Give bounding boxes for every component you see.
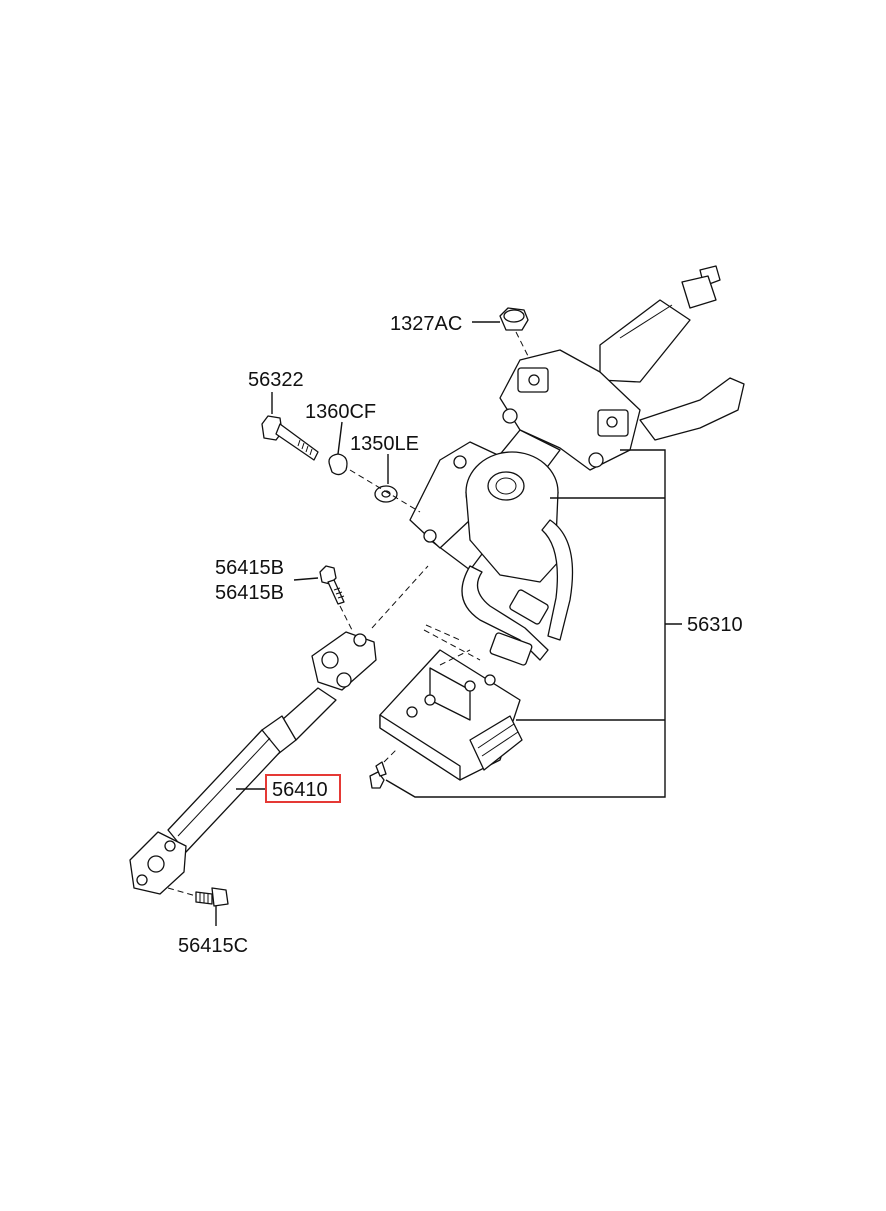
intermediate-shaft-56410	[129, 565, 429, 895]
label-56310: 56310	[687, 614, 743, 636]
bolt-56322	[261, 415, 319, 461]
bolt-ecu	[369, 747, 399, 789]
clip-1360cf	[328, 453, 348, 476]
label-56415b-2: 56415B	[215, 582, 284, 604]
steering-column-assembly	[409, 265, 745, 666]
label-56415c: 56415C	[178, 935, 248, 957]
nut-1327ac	[499, 307, 529, 357]
label-56410[interactable]: 56410	[272, 779, 328, 801]
label-1327ac: 1327AC	[390, 313, 462, 335]
eps-control-unit	[379, 649, 523, 781]
label-56322: 56322	[248, 369, 304, 391]
label-1360cf: 1360CF	[305, 401, 376, 423]
highlight-box-56410	[265, 774, 341, 803]
leader-lines	[215, 321, 682, 926]
bolt-56415c	[167, 887, 229, 907]
bolt-56415b	[319, 565, 353, 631]
label-56415b-1: 56415B	[215, 557, 284, 579]
label-1350le: 1350LE	[350, 433, 419, 455]
washer-1350le	[374, 485, 398, 503]
